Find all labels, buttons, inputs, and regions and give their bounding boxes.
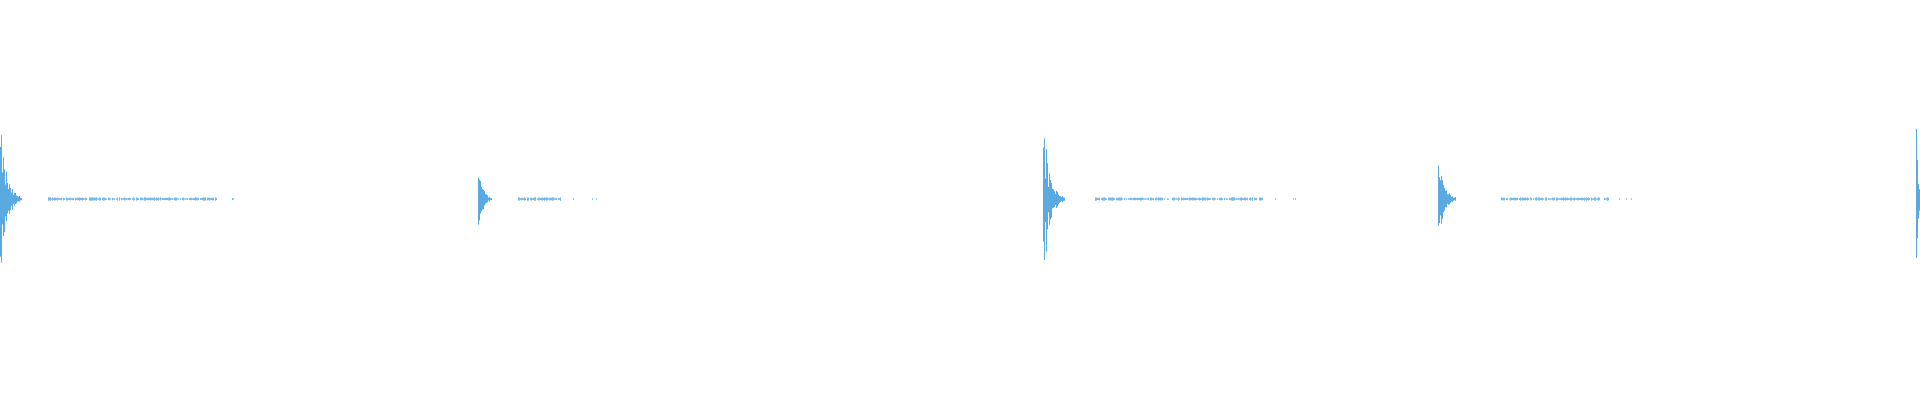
waveform-tail xyxy=(518,197,597,201)
waveform-transient xyxy=(478,177,492,225)
waveform-transient xyxy=(1043,138,1065,261)
waveform-tail xyxy=(1501,197,1632,201)
waveform-transient xyxy=(1916,128,1920,259)
waveform-transient xyxy=(1438,165,1456,226)
waveform-transient xyxy=(0,135,22,263)
waveform-tail xyxy=(1095,197,1296,201)
waveform-tail xyxy=(48,197,234,201)
